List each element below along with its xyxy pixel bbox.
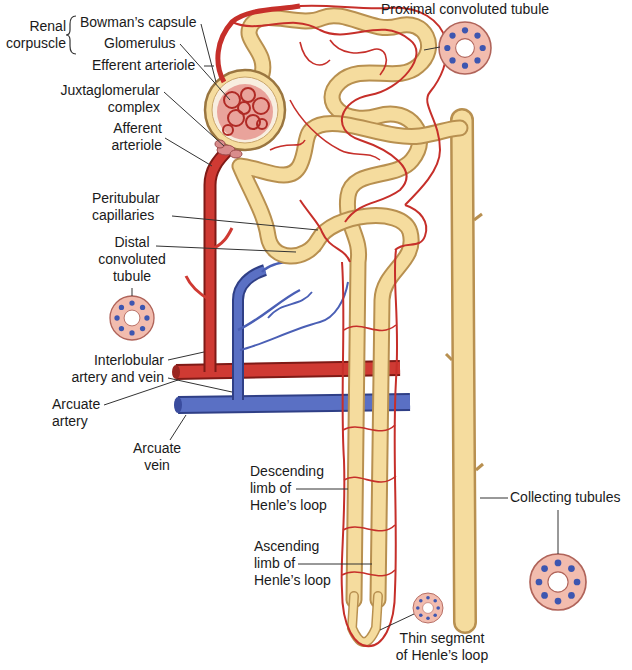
illustration-part (238, 270, 265, 400)
illustration-part (168, 352, 204, 360)
part-label: Afferent arteriole (96, 120, 162, 154)
illustration-part (380, 614, 414, 630)
illustration-part (343, 525, 395, 531)
illustration-part (300, 200, 350, 262)
renal-corpuscle (205, 70, 285, 158)
illustration-part (395, 205, 426, 250)
part-label: Renal corpuscle (2, 18, 66, 52)
cross-sections (110, 22, 586, 623)
illustration-part (240, 282, 348, 350)
illustration-part (210, 228, 232, 250)
illustration-part (238, 290, 300, 330)
illustration-part (290, 100, 380, 160)
illustration-part (215, 140, 242, 158)
part-label: Juxtaglomerular complex (54, 82, 160, 116)
part-label: Proximal convoluted tubule (375, 1, 555, 18)
illustration-part (132, 288, 133, 296)
illustration-part (270, 140, 305, 150)
interlobular-artery (186, 150, 232, 372)
illustration-part (232, 22, 416, 222)
illustration-part (164, 92, 224, 146)
renal-corpuscle-brace (66, 16, 76, 54)
part-label: Ascending limb of Henle’s loop (254, 538, 338, 589)
illustration-part (223, 88, 269, 135)
illustration-part (352, 596, 378, 642)
part-label: Distal convoluted tubule (92, 234, 172, 285)
part-label: Arcuate vein (128, 440, 186, 474)
illustration-part (300, 42, 330, 65)
illustration-part (424, 47, 440, 50)
illustration-part (218, 6, 300, 82)
illustration-part (172, 365, 180, 379)
part-label: Descending limb of Henle’s loop (250, 463, 334, 514)
illustration-part (413, 593, 443, 623)
part-label: Peritubular capillaries (92, 190, 172, 224)
illustration-part (462, 120, 465, 622)
illustration-part (344, 476, 396, 482)
illustration-part (156, 246, 296, 252)
illustration-part (172, 216, 318, 230)
illustration-part (439, 22, 491, 74)
part-label: Interlobular artery and vein (64, 352, 164, 386)
illustration-part (201, 24, 216, 82)
illustration-part (238, 270, 265, 400)
illustration-part (474, 214, 482, 220)
collecting-tubule (446, 120, 483, 622)
illustration-part (240, 123, 460, 600)
illustration-part (241, 88, 255, 102)
illustration-part (343, 425, 395, 431)
illustration-part (210, 150, 228, 372)
illustration-part (344, 325, 396, 330)
illustration-part (110, 296, 154, 340)
illustration-part (186, 276, 210, 300)
illustration-part (298, 564, 372, 565)
illustration-part (204, 66, 214, 67)
illustration-part (230, 150, 242, 158)
illustration-part (217, 84, 273, 140)
illustration-part (205, 70, 285, 150)
illustration-part (342, 250, 398, 646)
part-label: Arcuate artery (52, 396, 110, 430)
illustration-part (170, 415, 186, 440)
illustration-part (352, 596, 378, 642)
illustration-part (342, 570, 395, 576)
illustration-part (165, 138, 212, 166)
part-label: Efferent arteriole (92, 57, 204, 74)
part-label: Collecting tubules (510, 489, 626, 506)
leader-lines (104, 24, 558, 630)
illustration-part (212, 77, 278, 143)
illustration-part (476, 464, 483, 470)
part-label: Bowman’s capsule (80, 14, 200, 31)
illustration-part (257, 119, 267, 129)
peritubular-capillaries (218, 6, 447, 647)
illustration-part (446, 354, 452, 360)
part-label: Thin segment of Henle’s loop (394, 630, 490, 664)
illustration-part (215, 140, 225, 148)
illustration-part (238, 102, 250, 114)
illustration-part (253, 98, 269, 114)
interlobular-vein (238, 250, 348, 400)
illustration-part (462, 120, 465, 622)
illustration-part (480, 498, 508, 499)
illustration-part (296, 489, 348, 490)
illustration-part (223, 125, 233, 135)
illustration-part (558, 510, 559, 554)
illustration-part (530, 554, 586, 610)
illustration-part (300, 6, 447, 205)
illustration-part (330, 40, 386, 75)
part-label: Glomerulus (104, 35, 194, 52)
illustration-part (268, 292, 312, 318)
illustration-part (174, 397, 182, 413)
illustration-part (210, 150, 228, 372)
illustration-part (240, 123, 460, 600)
